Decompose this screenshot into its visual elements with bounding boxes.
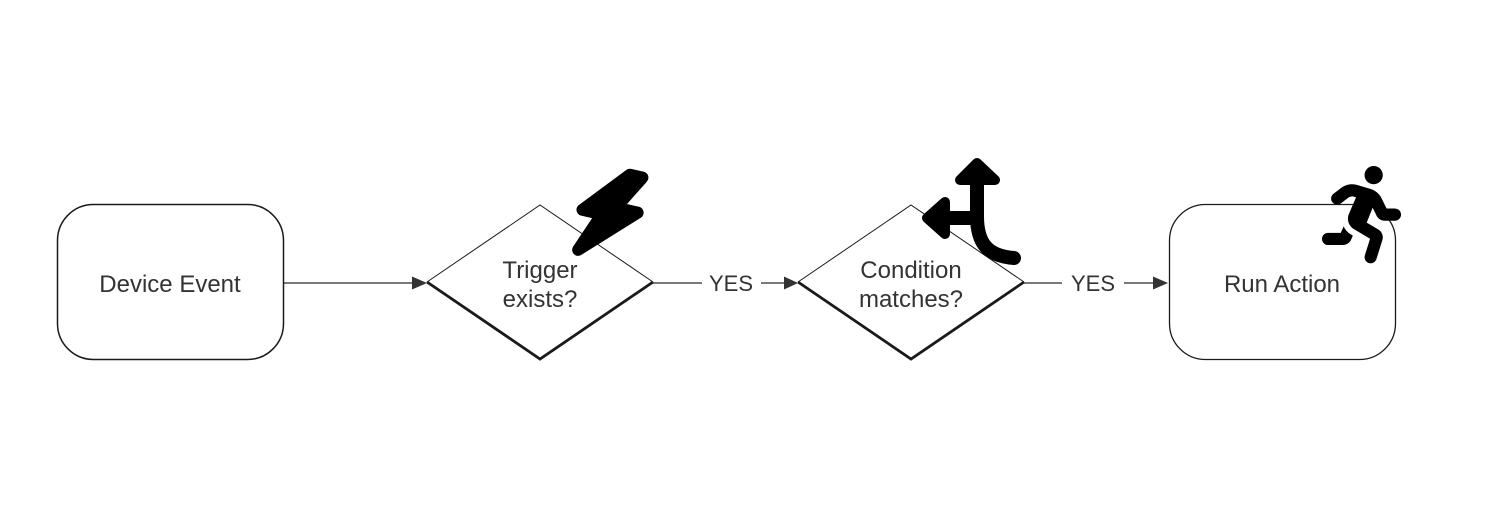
arrowhead-icon (784, 276, 798, 290)
diamond-border-top (426, 204, 654, 283)
lightning-bolt-icon (572, 168, 649, 256)
node-run-action: Run Action (1168, 166, 1402, 361)
node-condition-matches-label-line2: matches? (859, 286, 963, 313)
node-device-event-label: Device Event (99, 271, 241, 298)
node-device-event: Device Event (56, 203, 285, 361)
node-trigger-exists-label-line1: Trigger (502, 257, 577, 284)
node-condition-matches: Condition matches? (797, 158, 1025, 361)
edge-label-yes-2: YES (1071, 271, 1115, 296)
arrowhead-icon (412, 276, 427, 290)
split-arrows-stem (970, 169, 1021, 265)
diamond-border-bottom (797, 280, 1025, 361)
edge-condition-matches-to-run-action: YES (1024, 271, 1168, 296)
node-run-action-label: Run Action (1224, 271, 1340, 298)
node-device-event-shape (56, 203, 285, 361)
split-arrows-icon (922, 158, 1021, 265)
person-running-icon (1322, 166, 1402, 264)
edge-label-yes-1: YES (709, 271, 753, 296)
person-running-glyph (1322, 166, 1402, 264)
node-trigger-exists-label-line2: exists? (503, 286, 578, 313)
lightning-bolt-glyph (572, 168, 649, 256)
split-arrows-left-arrowhead (922, 197, 950, 239)
node-condition-matches-label-line1: Condition (860, 257, 961, 284)
arrowhead-icon (1153, 276, 1168, 290)
edge-device-event-to-trigger-exists (283, 276, 427, 290)
node-trigger-exists: Trigger exists? (426, 168, 654, 361)
split-arrows-up-arrowhead (955, 158, 1000, 185)
diamond-border-bottom (426, 280, 654, 361)
edge-trigger-exists-to-condition-matches: YES (653, 271, 798, 296)
